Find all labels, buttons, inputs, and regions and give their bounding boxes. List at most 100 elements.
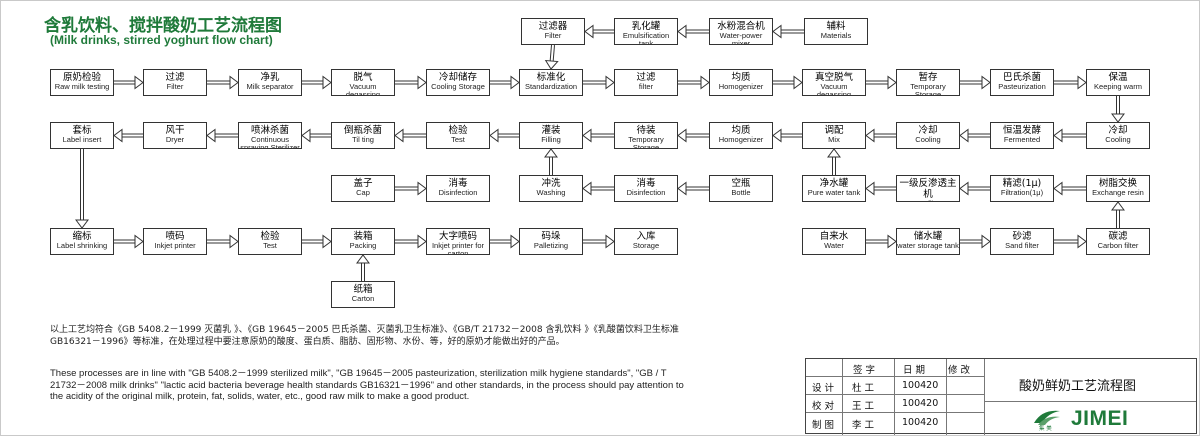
process-label-en: Pure water tank	[807, 188, 861, 197]
process-label-en: Keeping warm	[1094, 82, 1142, 91]
flow-arrow-head	[1111, 201, 1125, 211]
process-label-cn: 灌装	[541, 125, 561, 136]
process-label-en: Materials	[820, 31, 852, 40]
flow-arrow-head	[582, 128, 592, 143]
flow-arrow-head	[113, 128, 123, 143]
process-label-cn: 盖子	[353, 178, 373, 189]
process-label-cn: 树脂交换	[1098, 178, 1137, 189]
flow-arrow-head	[793, 75, 803, 90]
flow-arrow-head	[206, 128, 216, 143]
jimei-logo-text: JIMEI	[1071, 407, 1129, 430]
process-label-en: Cap	[356, 188, 370, 197]
flow-arrow-head	[417, 181, 427, 196]
process-label-en: Inkjet printer for carton	[431, 241, 485, 255]
process-label-en: Sand filter	[1005, 241, 1039, 250]
flow-arrow-head	[959, 128, 969, 143]
process-label-cn: 恒温发酵	[1002, 125, 1041, 136]
process-label-en: Bottle	[731, 188, 751, 197]
process-label-en: Washing	[536, 188, 566, 197]
process-label-cn: 喷淋杀菌	[250, 125, 289, 136]
flow-arrow-head	[322, 234, 332, 249]
process-label-cn: 脱气	[353, 72, 373, 83]
process-label-en: Vacuum degassing	[816, 82, 852, 96]
standards-note-en: These processes are in line with "GB 540…	[50, 368, 684, 402]
process-label-cn: 过滤器	[538, 21, 568, 32]
process-label-en: Filter	[166, 82, 184, 91]
flow-arrow-head	[1077, 234, 1087, 249]
process-box-filtration-1u: 精滤(1μ)Filtration(1μ)	[990, 175, 1054, 202]
flow-arrow-head	[772, 128, 782, 143]
process-label-cn: 均质	[731, 125, 751, 136]
process-label-en: Til ting	[352, 135, 374, 144]
process-label-cn: 过滤	[636, 72, 656, 83]
process-label-cn: 倒瓶杀菌	[343, 125, 382, 136]
process-label-cn: 保温	[1108, 72, 1128, 83]
process-label-cn: 缩标	[72, 231, 92, 242]
process-label-cn: 储水罐	[913, 231, 943, 242]
row-date: 100420	[902, 398, 939, 409]
process-label-en: Filtration(1μ)	[1000, 188, 1044, 197]
process-label-cn: 检验	[448, 125, 468, 136]
flow-arrow-head	[981, 234, 991, 249]
flow-arrow-head	[510, 75, 520, 90]
process-label-en: Standardization	[524, 82, 578, 91]
process-label-en: Cooling	[1105, 135, 1131, 144]
process-label-en: RO filter	[897, 200, 959, 201]
process-label-cn: 均质	[731, 72, 751, 83]
process-label-cn: 检验	[260, 231, 280, 242]
process-label-en: Disinfection	[438, 188, 478, 197]
process-label-en: Test	[263, 241, 277, 250]
flow-arrow-head	[489, 128, 499, 143]
process-label-cn: 码垛	[541, 231, 561, 242]
flow-arrow-head	[700, 75, 710, 90]
jimei-logo-icon	[1034, 410, 1060, 425]
process-label-cn: 消毒	[448, 178, 468, 189]
process-label-cn: 风干	[165, 125, 185, 136]
logo-subtext: 集 美	[1039, 426, 1052, 432]
process-label-en: Water-power mixer	[719, 31, 763, 45]
process-label-cn: 喷码	[165, 231, 185, 242]
process-label-en: Label shrinking	[56, 241, 108, 250]
process-label-en: filter	[638, 82, 654, 91]
process-label-en: Temporary Storage	[628, 135, 664, 149]
flow-arrow-head	[677, 24, 687, 39]
process-label-en: Carton	[351, 294, 375, 303]
process-label-cn: 冷却	[918, 125, 938, 136]
flow-arrow-head	[544, 148, 558, 158]
flow-arrow-head	[582, 181, 592, 196]
flow-arrow-head	[1077, 75, 1087, 90]
diagram-title-en: (Milk drinks, stirred yoghurt flow chart…	[50, 33, 273, 47]
flow-arrow-head	[75, 219, 89, 229]
process-label-cn: 水粉混合机	[717, 21, 765, 32]
process-label-cn: 真空脱气	[814, 72, 853, 83]
process-label-en: Cooling	[915, 135, 941, 144]
flow-arrow-shaft	[550, 44, 554, 62]
flow-arrow-head	[959, 181, 969, 196]
process-label-cn: 纸箱	[353, 284, 373, 295]
process-label-en: Dryer	[165, 135, 185, 144]
row-role: 校 对	[812, 401, 835, 412]
flow-arrow-head	[510, 234, 520, 249]
